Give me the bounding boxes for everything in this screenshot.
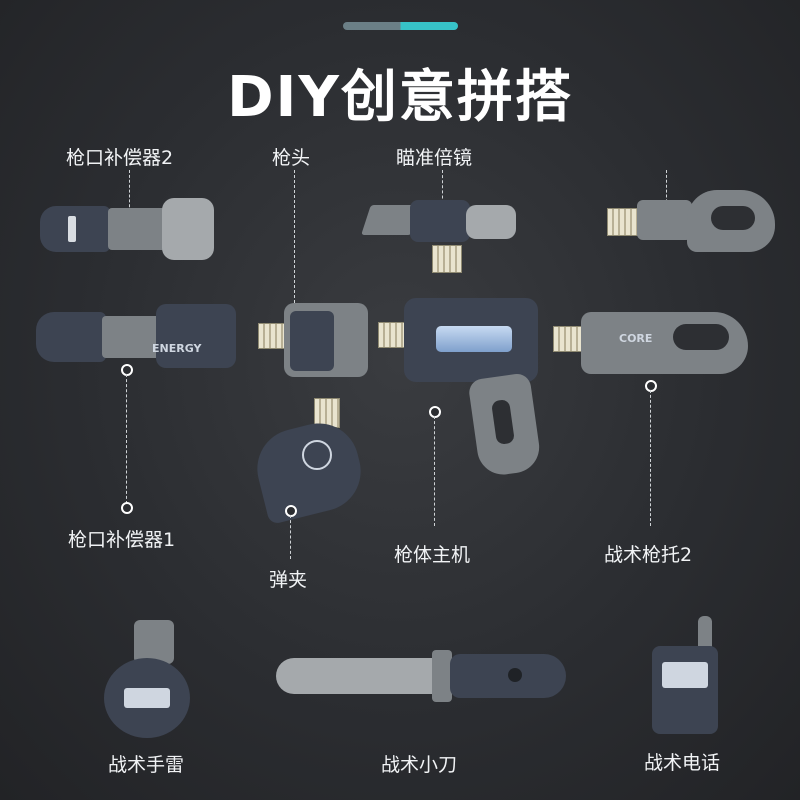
leader-line — [434, 416, 435, 526]
label-stock2: 战术枪托2 — [604, 544, 693, 566]
label-scope: 瞄准倍镜 — [396, 147, 473, 169]
tactical-radio — [652, 616, 722, 734]
gun-body — [378, 298, 548, 478]
leader-line — [294, 170, 295, 318]
label-grenade: 战术手雷 — [108, 754, 185, 776]
label-knife: 战术小刀 — [381, 754, 458, 776]
top-accent-bar — [343, 22, 458, 30]
tactical-stock-2: CORE — [553, 308, 748, 378]
muzzle-compensator-1: ENERGY — [36, 302, 236, 370]
leader-dot — [285, 505, 297, 517]
leader-line — [126, 374, 127, 504]
leader-line — [290, 515, 291, 559]
page-title: DIY创意拼搭 — [227, 65, 573, 130]
label-gun-head: 枪头 — [272, 147, 311, 169]
label-radio: 战术电话 — [644, 752, 721, 774]
tactical-stock-1 — [607, 190, 775, 260]
label-magazine: 弹夹 — [269, 569, 308, 591]
leader-dot — [645, 380, 657, 392]
label-body: 枪体主机 — [394, 544, 471, 566]
leader-line — [442, 170, 443, 224]
label-muzzle1: 枪口补偿器1 — [68, 529, 176, 551]
muzzle-compensator-2 — [40, 198, 215, 260]
gun-head — [258, 303, 368, 378]
tactical-knife — [276, 648, 566, 704]
leader-dot — [429, 406, 441, 418]
leader-line — [129, 170, 130, 222]
leader-dot — [121, 502, 133, 514]
leader-line — [650, 390, 651, 526]
engraving-core: CORE — [619, 332, 653, 345]
engraving-energy: ENERGY — [152, 342, 202, 355]
leader-dot — [121, 364, 133, 376]
label-muzzle2: 枪口补偿器2 — [66, 147, 174, 169]
leader-line — [666, 170, 667, 222]
tactical-grenade — [102, 620, 192, 738]
magazine — [248, 398, 370, 526]
aiming-scope — [361, 185, 516, 280]
